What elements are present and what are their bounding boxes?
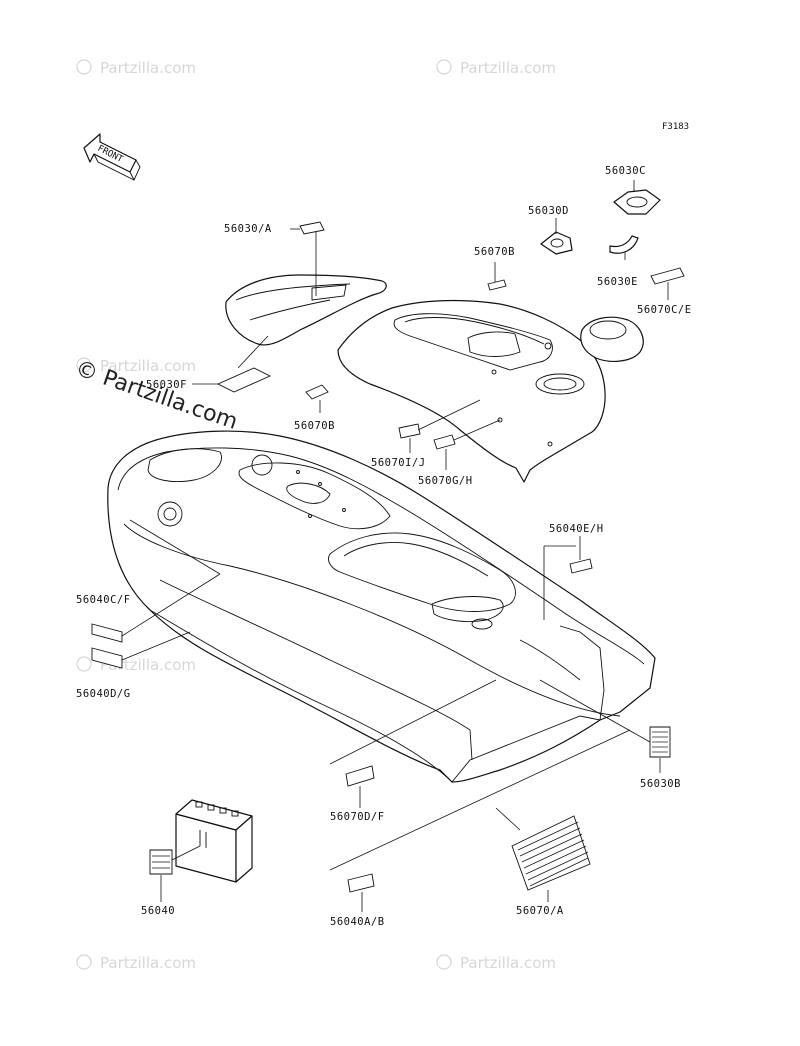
svg-text:Partzilla.com: Partzilla.com (100, 357, 196, 375)
decal-56070b-mid-icon (305, 384, 329, 400)
svg-text:Partzilla.com: Partzilla.com (100, 656, 196, 674)
decal-56040cf-icon (91, 623, 123, 643)
label-56030c: 56030C (605, 165, 646, 177)
part-labels: 56030/A 56070B 56030D 56030C 56030E 5607… (76, 165, 692, 928)
watermark: Partzilla.com (76, 656, 196, 674)
part-56030d-icon (540, 231, 573, 255)
watermark: Partzilla.com (436, 954, 556, 972)
label-56030e: 56030E (597, 276, 638, 288)
decal-56040eh-icon (569, 558, 593, 574)
decal-56040-icon (149, 849, 173, 875)
label-56040e-h: 56040E/H (549, 523, 604, 535)
decal-56070b-top-icon (487, 279, 507, 291)
part-56030c-icon (613, 189, 661, 215)
svg-text:Partzilla.com: Partzilla.com (460, 59, 556, 77)
label-56030-a: 56030/A (224, 223, 272, 235)
label-56070b-mid: 56070B (294, 420, 335, 432)
seat-cover (225, 274, 387, 346)
label-56070d-f: 56070D/F (330, 811, 385, 823)
label-56030b: 56030B (640, 778, 681, 790)
instrument-cap (580, 316, 644, 362)
svg-text:Partzilla.com: Partzilla.com (460, 954, 556, 972)
watermark: Partzilla.com (76, 59, 196, 77)
watermark: Partzilla.com (76, 954, 196, 972)
decal-56070ij-icon (398, 423, 421, 439)
deck-cover (337, 299, 606, 483)
label-56070b-top: 56070B (474, 246, 515, 258)
decal-56040dg-icon (91, 647, 123, 669)
decal-56040ab-icon (347, 873, 375, 893)
label-56040c-f: 56040C/F (76, 594, 131, 606)
label-56030d: 56030D (528, 205, 569, 217)
decal-56030b-icon (649, 726, 671, 758)
label-56040d-g: 56040D/G (76, 688, 131, 700)
leader-lines (121, 180, 669, 912)
battery-icon (175, 799, 253, 883)
label-56040: 56040 (141, 905, 175, 917)
label-56070c-e: 56070C/E (637, 304, 692, 316)
svg-text:Partzilla.com: Partzilla.com (100, 954, 196, 972)
decal-56030a-icon (299, 221, 325, 235)
figure-code: F3183 (662, 122, 689, 132)
decal-56030f-icon (216, 367, 272, 393)
label-56030f: 56030F (146, 379, 187, 391)
label-56040a-b: 56040A/B (330, 916, 385, 928)
hull (107, 430, 656, 783)
decal-56070a-icon (511, 815, 591, 891)
watermark: Partzilla.com (436, 59, 556, 77)
decal-56070gh-icon (433, 434, 456, 450)
svg-text:Partzilla.com: Partzilla.com (100, 59, 196, 77)
label-56070-a: 56070/A (516, 905, 564, 917)
watermark: Partzilla.com (76, 357, 196, 375)
front-arrow-icon: FRONT (83, 133, 141, 182)
decal-56070ce-icon (650, 267, 685, 285)
label-56070i-j: 56070I/J (371, 457, 426, 469)
part-56030e-icon (609, 235, 639, 254)
decal-56070df-icon (345, 765, 375, 787)
label-56070g-h: 56070G/H (418, 475, 473, 487)
